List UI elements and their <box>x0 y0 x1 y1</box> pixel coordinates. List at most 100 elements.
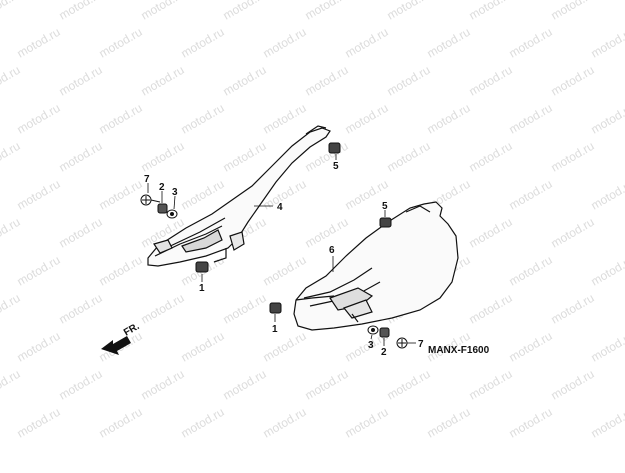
watermark-text: motod.ru <box>343 405 391 441</box>
watermark-text: motod.ru <box>57 0 105 23</box>
watermark-text: motod.ru <box>139 367 187 403</box>
watermark-text: motod.ru <box>221 63 269 99</box>
callout-1-right: 1 <box>272 324 278 335</box>
watermark-text: motod.ru <box>57 63 105 99</box>
callout-5-right: 5 <box>382 201 388 212</box>
watermark-text: motod.ru <box>385 367 433 403</box>
watermark-text: motod.ru <box>221 291 269 327</box>
callout-1-left: 1 <box>199 283 205 294</box>
watermark-text: motod.ru <box>425 25 473 61</box>
watermark-text: motod.ru <box>221 367 269 403</box>
watermark-text: motod.ru <box>467 291 515 327</box>
watermark-text: motod.ru <box>15 101 63 137</box>
watermark-text: motod.ru <box>261 25 309 61</box>
watermark-text: motod.ru <box>507 329 555 365</box>
watermark-text: motod.ru <box>507 253 555 289</box>
watermark-text: motod.ru <box>303 215 351 251</box>
watermark-text: motod.ru <box>179 329 227 365</box>
watermark-text: motod.ru <box>97 101 145 137</box>
watermark-text: motod.ru <box>139 139 187 175</box>
watermark-text: motod.ru <box>467 139 515 175</box>
watermark-text: motod.ru <box>589 329 625 365</box>
watermark-text: motod.ru <box>589 253 625 289</box>
watermark-text: motod.ru <box>589 101 625 137</box>
watermark-text: motod.ru <box>261 405 309 441</box>
watermark-text: motod.ru <box>139 291 187 327</box>
callout-7-right: 7 <box>418 339 424 350</box>
watermark-text: motod.ru <box>549 63 597 99</box>
watermark-text: motod.ru <box>385 63 433 99</box>
watermark-text: motod.ru <box>343 25 391 61</box>
watermark-text: motod.ru <box>261 253 309 289</box>
callout-3-left: 3 <box>172 187 178 198</box>
callout-2-right: 2 <box>381 347 387 358</box>
watermark-text: motod.ru <box>507 405 555 441</box>
watermark-text: motod.ru <box>57 139 105 175</box>
watermark-text: motod.ru <box>179 25 227 61</box>
watermark-text: motod.ru <box>467 63 515 99</box>
watermark-text: motod.ru <box>15 25 63 61</box>
collar-icon <box>158 204 167 213</box>
watermark-text: motod.ru <box>549 0 597 23</box>
watermark-text: motod.ru <box>343 101 391 137</box>
watermark-text: motod.ru <box>385 0 433 23</box>
callout-5-left: 5 <box>333 161 339 172</box>
watermark-text: motod.ru <box>261 101 309 137</box>
watermark-text: motod.ru <box>179 177 227 213</box>
watermark-text: motod.ru <box>507 101 555 137</box>
grommet-icon <box>380 218 391 227</box>
collar-icon <box>380 328 389 337</box>
watermark-text: motod.ru <box>15 405 63 441</box>
callout-6: 6 <box>329 245 335 256</box>
diagram-code: MANX-F1600 <box>428 345 490 356</box>
watermark-text: motod.ru <box>549 291 597 327</box>
watermark-text: motod.ru <box>467 0 515 23</box>
watermark-text: motod.ru <box>507 25 555 61</box>
watermark-text: motod.ru <box>97 25 145 61</box>
watermark-text: motod.ru <box>0 291 23 327</box>
callout-7-left: 7 <box>144 174 150 185</box>
watermark-text: motod.ru <box>139 0 187 23</box>
watermark-text: motod.ru <box>589 25 625 61</box>
watermark-text: motod.ru <box>549 367 597 403</box>
watermark-text: motod.ru <box>549 215 597 251</box>
callout-2-left: 2 <box>159 182 165 193</box>
watermark-text: motod.ru <box>15 329 63 365</box>
watermark-text: motod.ru <box>15 253 63 289</box>
watermark-text: motod.ru <box>0 139 23 175</box>
watermark-text: motod.ru <box>179 405 227 441</box>
watermark-text: motod.ru <box>507 177 555 213</box>
watermark-text: motod.ru <box>97 253 145 289</box>
watermark-text: motod.ru <box>15 177 63 213</box>
watermark-text: motod.ru <box>57 291 105 327</box>
watermark-text: motod.ru <box>467 367 515 403</box>
watermark-text: motod.ru <box>303 63 351 99</box>
watermark-text: motod.ru <box>221 0 269 23</box>
callout-4: 4 <box>277 202 283 213</box>
grommet-icon <box>196 262 208 272</box>
grommet-icon <box>329 143 340 153</box>
watermark-text: motod.ru <box>0 63 23 99</box>
watermark-text: motod.ru <box>57 367 105 403</box>
watermark-text: motod.ru <box>549 139 597 175</box>
watermark-text: motod.ru <box>261 329 309 365</box>
watermark-text: motod.ru <box>303 367 351 403</box>
watermark-text: motod.ru <box>385 139 433 175</box>
watermark-text: motod.ru <box>467 215 515 251</box>
watermark-text: motod.ru <box>97 405 145 441</box>
watermark-text: motod.ru <box>179 101 227 137</box>
watermark-text: motod.ru <box>589 177 625 213</box>
watermark-text: motod.ru <box>139 63 187 99</box>
watermark-text: motod.ru <box>425 405 473 441</box>
watermark-text: motod.ru <box>589 405 625 441</box>
watermark-text: motod.ru <box>221 139 269 175</box>
watermark-text: motod.ru <box>0 367 23 403</box>
callout-3-right: 3 <box>368 340 374 351</box>
watermark-text: motod.ru <box>0 215 23 251</box>
watermark-text: motod.ru <box>303 0 351 23</box>
watermark-text: motod.ru <box>57 215 105 251</box>
watermark-text: motod.ru <box>97 177 145 213</box>
